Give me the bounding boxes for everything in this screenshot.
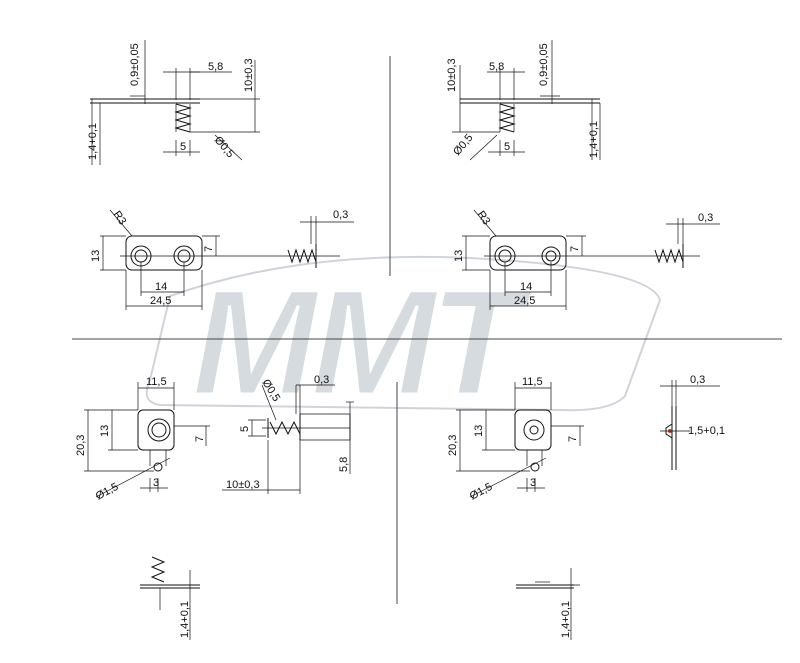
dim-base: 1,4+0,1: [179, 601, 191, 638]
dim-total-height: 20,3: [447, 435, 459, 456]
dim-width: 5,8: [208, 61, 223, 73]
dim-height: 10±0,3: [243, 58, 255, 92]
dim-height: 13: [473, 425, 485, 437]
top-right-side-view: 10±0,3 5,8 0,9±0,05 1,4+0,1 5 Ø0,5: [446, 40, 601, 161]
top-left-spring-view: 0,3: [287, 209, 354, 268]
dim-base: 1,4+0,1: [560, 601, 572, 638]
dim-width: 5,8: [338, 457, 350, 472]
dim-pitch: 5: [180, 141, 186, 153]
dim-pitch: 5: [504, 141, 510, 153]
dim-width: 5,8: [489, 61, 504, 73]
dim-wire: 0,3: [698, 212, 713, 224]
dim-width: 11,5: [146, 376, 167, 388]
dim-thickness: 0,9±0,05: [129, 43, 141, 86]
dim-radius: R3: [111, 209, 129, 227]
watermark-text: MMT: [192, 258, 533, 426]
dim-wire: 0,3: [333, 209, 348, 221]
dim-pitch: 14: [155, 281, 167, 293]
bottom-right-side-view: 0,3 1,5+0,1: [660, 374, 725, 470]
dim-wire: Ø0,5: [212, 134, 237, 160]
watermark: MMT: [145, 255, 662, 428]
top-left-plan-view: R3 13 7 14 24,5: [90, 209, 340, 310]
dim-bump: 1,5+0,1: [688, 425, 725, 437]
dim-thickness: 0,3: [314, 374, 329, 386]
dim-pitch: 5: [239, 426, 251, 432]
dim-hole: Ø1,5: [468, 481, 495, 503]
dim-length: 10±0,3: [226, 479, 260, 491]
dim-width: 11,5: [522, 376, 543, 388]
dim-height: 13: [453, 250, 465, 262]
dim-pitch: 14: [520, 281, 532, 293]
bottom-left-plan-view: 11,5 20,3 13 7 Ø1,5 3: [75, 376, 210, 503]
bottom-right-plan-view: 11,5 20,3 13 7 Ø1,5 3: [447, 376, 584, 503]
dim-height: 13: [99, 425, 111, 437]
top-left-side-view: 0,9±0,05 5,8 10±0,3 1,4+0,1 5 Ø0,5: [87, 40, 260, 165]
dim-length: 24,5: [514, 295, 535, 307]
dim-base: 1,4+0,1: [87, 123, 99, 160]
dim-tab: 7: [203, 246, 215, 252]
dim-thickness: 0,3: [690, 374, 705, 386]
bottom-right-base-view: 1,4+0,1: [516, 568, 580, 640]
bottom-left-base-view: 1,4+0,1: [140, 556, 200, 640]
dim-hole: Ø1,5: [94, 481, 121, 503]
dim-tab: 7: [567, 436, 579, 442]
dim-wire: Ø0,5: [451, 132, 476, 158]
quadrant-dividers: [72, 56, 782, 604]
dim-length: 24,5: [150, 295, 171, 307]
top-right-spring-view: 0,3: [654, 212, 720, 268]
dim-tab: 7: [194, 436, 206, 442]
dim-radius: R3: [475, 209, 493, 227]
dim-leg: 3: [530, 477, 536, 489]
dim-total-height: 20,3: [75, 435, 87, 456]
top-right-plan-view: R3 13 7 14 24,5: [453, 209, 700, 310]
dim-height: 13: [90, 250, 102, 262]
dim-thickness: 0,9±0,05: [538, 43, 550, 86]
dim-tab: 7: [569, 246, 581, 252]
dim-leg: 3: [153, 477, 159, 489]
dim-base: 1,4+0,1: [588, 121, 600, 158]
dim-height: 10±0,3: [446, 58, 458, 92]
